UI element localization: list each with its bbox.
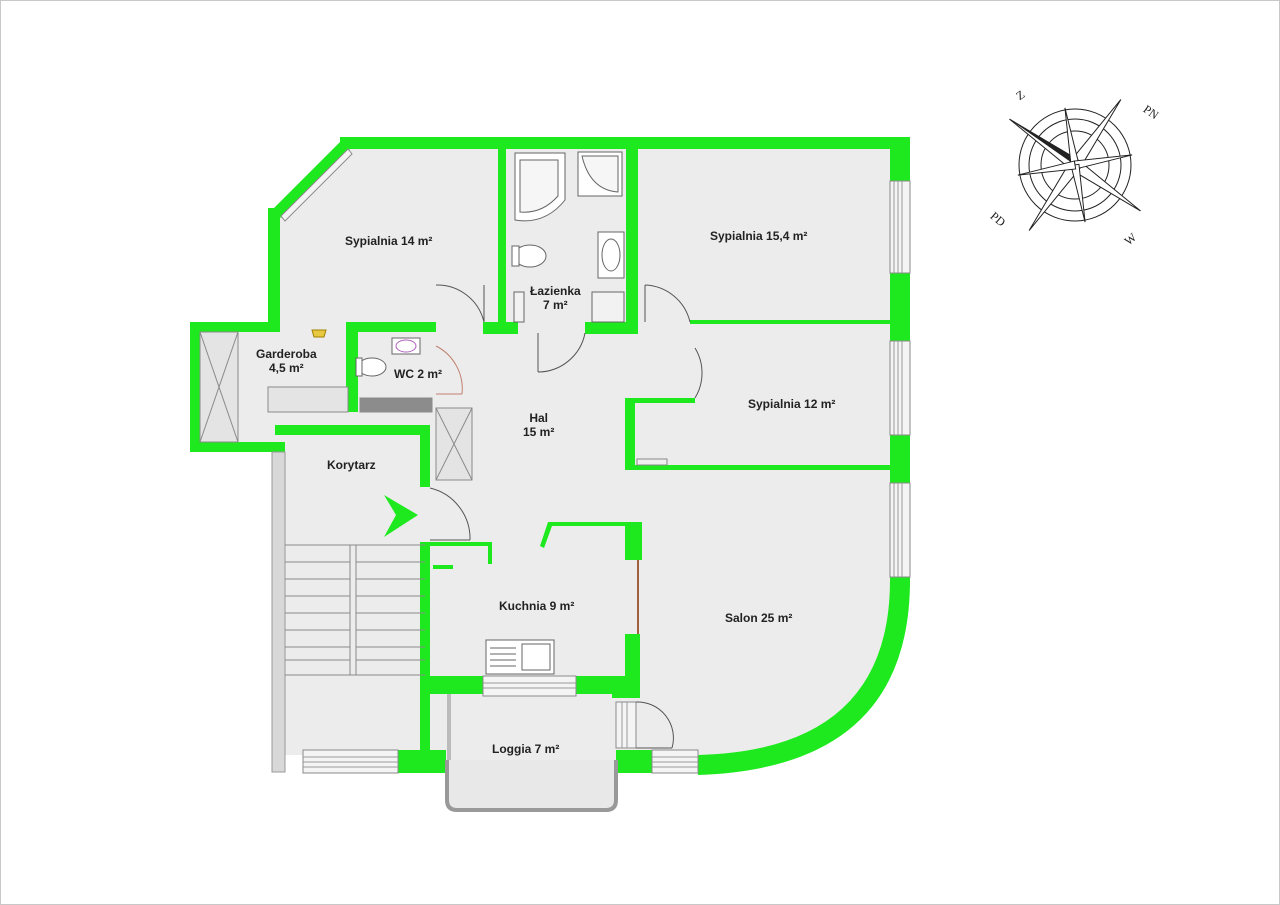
sink-icon <box>391 231 625 355</box>
toilet-icon <box>355 244 547 377</box>
room-label-loggia: Loggia 7 m² <box>492 742 560 756</box>
wardrobe-shelves <box>199 331 473 481</box>
windows <box>280 148 911 774</box>
entrance-arrow-icon <box>384 495 418 537</box>
room-label-sypialnia-12: Sypialnia 12 m² <box>748 397 836 411</box>
floor-area <box>198 147 900 804</box>
light-fixture-icon <box>311 329 327 338</box>
kitchen-sink-icon <box>485 639 555 675</box>
room-label-salon: Salon 25 m² <box>725 611 793 625</box>
room-label-sypialnia-14: Sypialnia 14 m² <box>345 234 433 248</box>
staircase <box>271 451 425 773</box>
radiator <box>636 458 668 466</box>
shower-icon <box>577 151 623 197</box>
walls <box>190 137 910 775</box>
room-label-kuchnia: Kuchnia 9 m² <box>499 599 575 613</box>
doors <box>429 284 703 749</box>
compass-rose-icon <box>1009 99 1141 231</box>
room-label-sypialnia-15-4: Sypialnia 15,4 m² <box>710 229 808 243</box>
loggia-balcony <box>445 694 618 812</box>
room-label-wc: WC 2 m² <box>394 367 442 381</box>
room-label-korytarz: Korytarz <box>327 458 376 472</box>
bathtub-icon <box>514 152 566 222</box>
